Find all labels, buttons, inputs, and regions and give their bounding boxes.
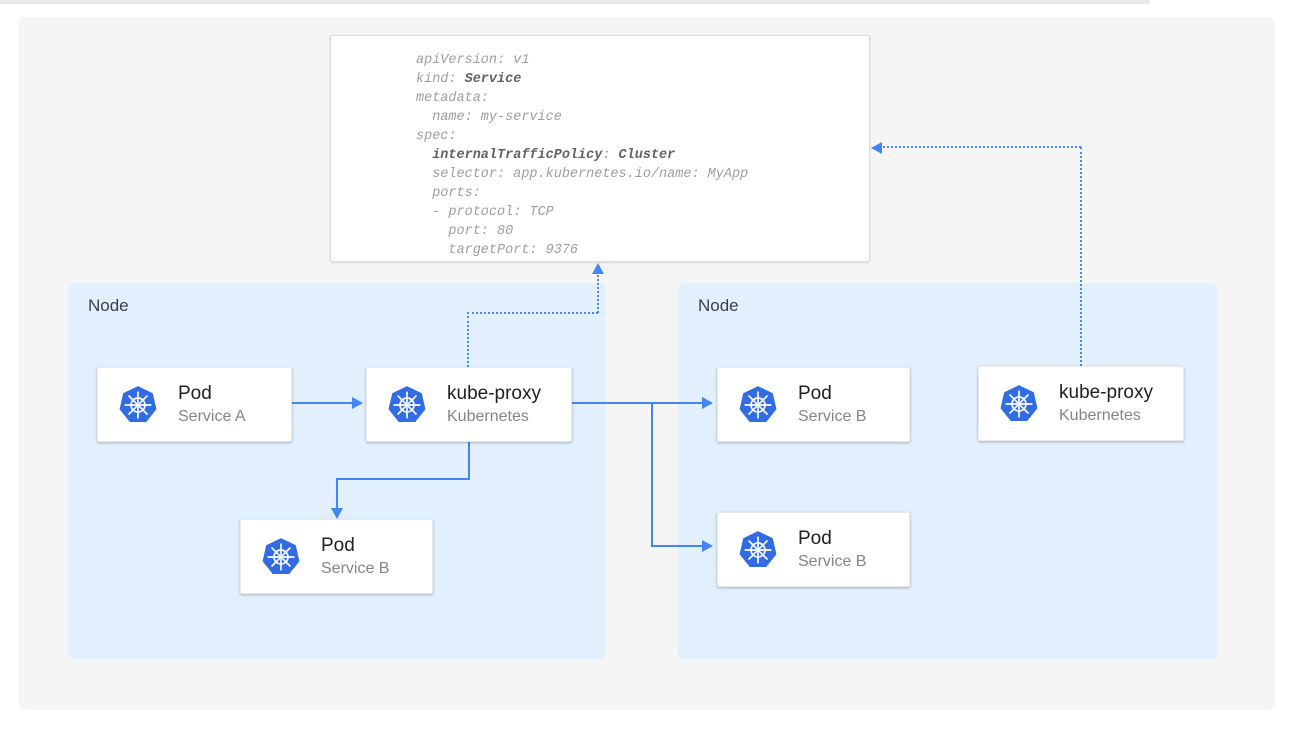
card-subtitle: Service A xyxy=(178,406,246,428)
yaml-line: apiVersion: v1 xyxy=(416,51,869,70)
card-title: Pod xyxy=(321,534,389,558)
arrowhead-into-yaml-right xyxy=(871,142,882,154)
line-pod-a-to-kube-proxy xyxy=(292,402,353,404)
yaml-line: port: 80 xyxy=(416,222,869,241)
kubernetes-icon xyxy=(118,385,158,425)
yaml-line: selector: app.kubernetes.io/name: MyApp xyxy=(416,165,869,184)
line-kube-proxy-to-right-pod-b1 xyxy=(572,402,703,404)
card-subtitle: Service B xyxy=(321,558,389,580)
kubernetes-icon xyxy=(261,537,301,577)
kubernetes-icon xyxy=(738,530,778,570)
yaml-line: ports: xyxy=(416,184,869,203)
yaml-line: spec: xyxy=(416,127,869,146)
yaml-line: name: my-service xyxy=(416,108,869,127)
arrowhead-into-kube-proxy xyxy=(352,397,363,409)
node-label: Node xyxy=(88,296,129,316)
yaml-line: internalTrafficPolicy: Cluster xyxy=(416,146,869,165)
card-subtitle: Kubernetes xyxy=(1059,405,1153,427)
arrowhead-into-left-pod-b xyxy=(331,508,343,519)
arrowhead-into-yaml-bottom xyxy=(592,263,604,274)
card-subtitle: Kubernetes xyxy=(447,406,541,428)
node-box-left: Node xyxy=(68,283,606,659)
node-box-right: Node xyxy=(678,283,1217,659)
kubernetes-icon xyxy=(999,384,1039,424)
line-kube-proxy-down xyxy=(468,442,470,480)
yaml-line: targetPort: 9376 xyxy=(416,241,869,260)
service-yaml-card: apiVersion: v1 kind: Service metadata: n… xyxy=(330,35,870,262)
line-branch-to-right-pod-b2 xyxy=(651,545,703,547)
arrowhead-into-right-pod-b1 xyxy=(702,397,713,409)
top-divider-bar xyxy=(0,0,1150,4)
card-title: Pod xyxy=(798,382,866,406)
dotted-right-proxy-to-yaml-horizontal xyxy=(883,146,1081,148)
dotted-kube-proxy-to-yaml-horizontal xyxy=(467,312,598,314)
card-subtitle: Service B xyxy=(798,551,866,573)
pod-card-service-b-right-top: Pod Service B xyxy=(717,367,910,442)
dotted-kube-proxy-up xyxy=(467,316,469,367)
card-title: Pod xyxy=(798,527,866,551)
yaml-line: kind: Service xyxy=(416,70,869,89)
line-kube-proxy-left xyxy=(336,478,470,480)
card-title: kube-proxy xyxy=(447,382,541,406)
node-label: Node xyxy=(698,296,739,316)
kubernetes-icon xyxy=(387,385,427,425)
pod-card-service-b-right-bottom: Pod Service B xyxy=(717,512,910,587)
pod-card-service-b-left: Pod Service B xyxy=(240,519,433,594)
yaml-line: metadata: xyxy=(416,89,869,108)
line-kube-proxy-to-left-pod-b xyxy=(336,478,338,510)
kube-proxy-card-left: kube-proxy Kubernetes xyxy=(366,367,572,442)
card-title: kube-proxy xyxy=(1059,381,1153,405)
dotted-right-proxy-to-yaml-vertical xyxy=(1080,147,1082,366)
pod-card-service-a: Pod Service A xyxy=(97,367,292,442)
yaml-line: - protocol: TCP xyxy=(416,203,869,222)
line-branch-down xyxy=(651,402,653,547)
kubernetes-icon xyxy=(738,385,778,425)
card-subtitle: Service B xyxy=(798,406,866,428)
dotted-kube-proxy-to-yaml-vertical xyxy=(597,275,599,313)
arrowhead-into-right-pod-b2 xyxy=(702,540,713,552)
card-title: Pod xyxy=(178,382,246,406)
kube-proxy-card-right: kube-proxy Kubernetes xyxy=(978,366,1184,441)
